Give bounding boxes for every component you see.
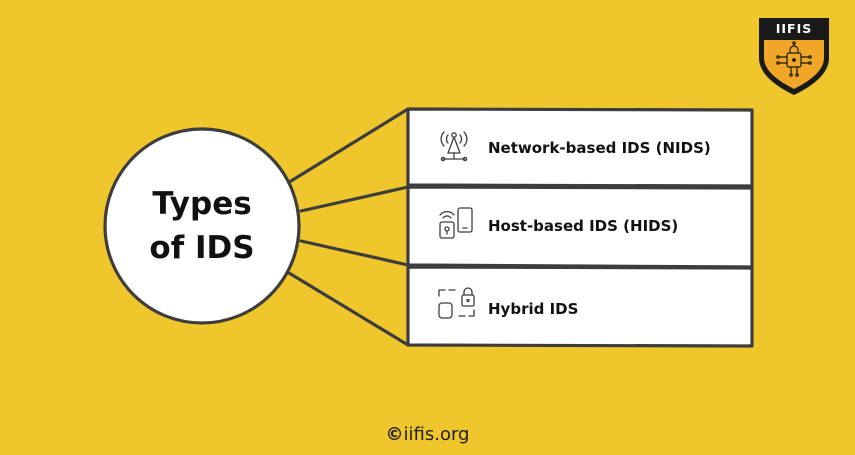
footer-site-link[interactable]: iifis.org (403, 424, 470, 445)
item-label-host: Host-based IDS (HIDS) (488, 217, 679, 235)
logo-text: IIFIS (776, 21, 813, 36)
hub-title: Types of IDS (102, 182, 302, 270)
item-label-network: Network-based IDS (NIDS) (488, 139, 711, 157)
host-device-lock-icon (439, 207, 473, 239)
connector-network (289, 107, 410, 183)
network-antenna-icon (440, 131, 468, 162)
iifis-logo: IIFIS (759, 18, 829, 95)
connector-host-top (299, 185, 410, 213)
footer-copyright: ©iifis.org (0, 423, 855, 447)
hub-title-line1: Types (152, 186, 252, 222)
circuit-lock-icon (776, 41, 812, 77)
item-label-hybrid: Hybrid IDS (488, 300, 579, 318)
connector-hybrid (287, 271, 410, 347)
connector-host-bottom (299, 239, 410, 267)
copyright-icon: © (385, 424, 404, 445)
hybrid-lock-icon (438, 287, 475, 319)
hub-title-line2: of IDS (149, 230, 255, 266)
item-panel-network (406, 107, 754, 188)
hub-circle (103, 127, 301, 325)
item-panel-hybrid (406, 265, 754, 348)
